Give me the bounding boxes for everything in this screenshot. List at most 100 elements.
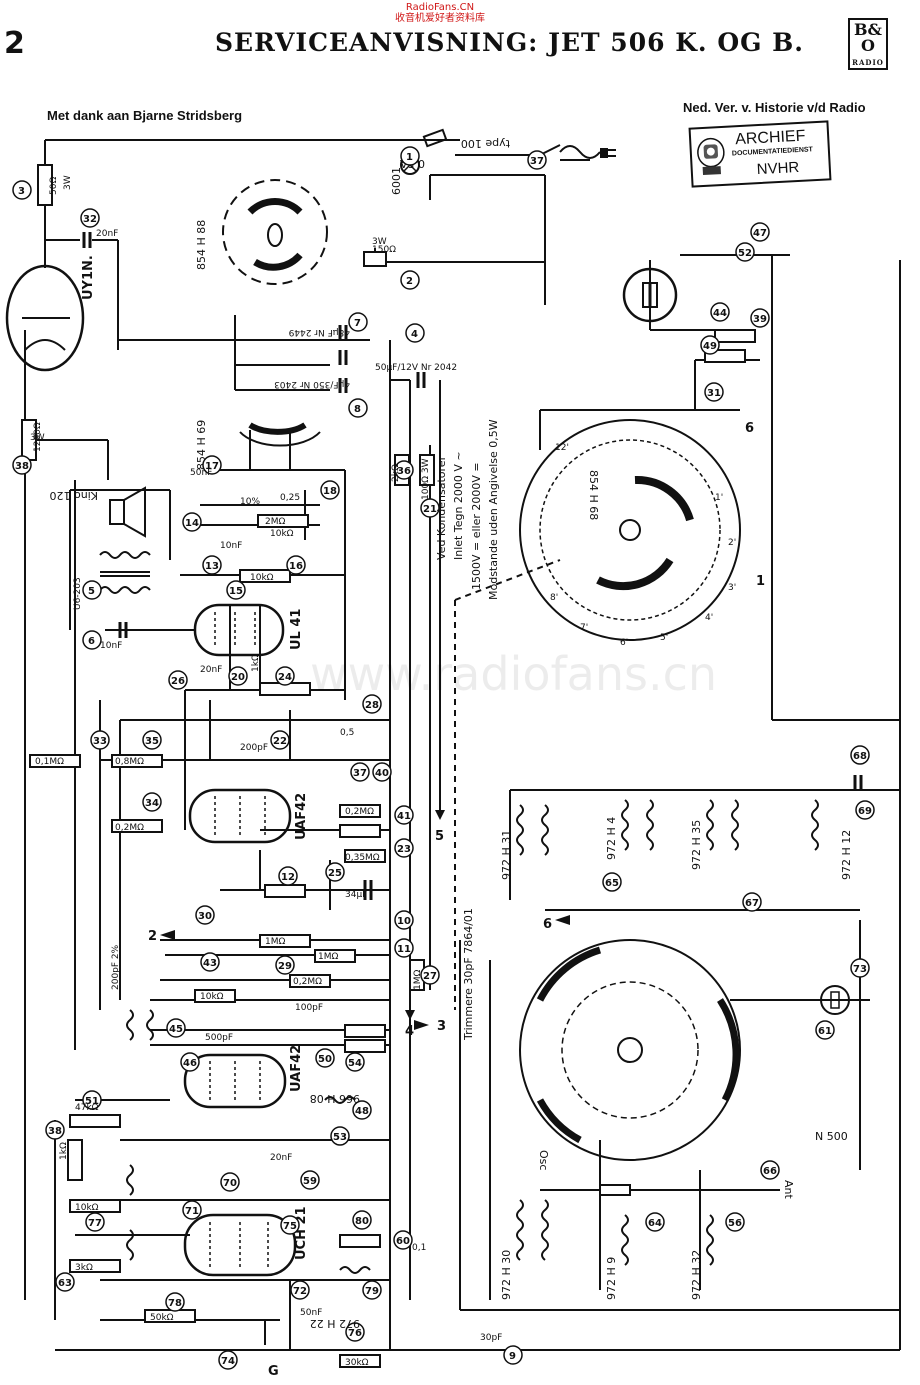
if-amp-tube-label: UAF42 <box>289 1045 304 1092</box>
pos-label-5: 5' <box>660 633 668 643</box>
trimmer-note: Trimmere 30pF 7864/01 <box>462 908 475 1041</box>
note-line2: Inlet Tegn 2000 V ~ <box>452 451 465 560</box>
svg-text:63: 63 <box>58 1278 72 1289</box>
svg-text:10: 10 <box>397 916 411 927</box>
rf-switch-ref: 854 H 68 <box>587 470 600 520</box>
value-c60: 0,1 <box>412 1243 426 1253</box>
value-r77: 10kΩ <box>75 1203 99 1213</box>
site-watermark: www.radiofans.cn <box>310 647 717 701</box>
rf-switch-top: 854 H 68 <box>519 419 741 641</box>
svg-text:16: 16 <box>289 561 303 572</box>
arrow-label-1: 1 <box>756 574 765 589</box>
value-r15: 10kΩ <box>250 573 274 583</box>
value-elko4: 50µF/12V Nr 2042 <box>375 363 457 373</box>
logo-brand: RADIO <box>852 58 884 67</box>
svg-text:31: 31 <box>707 388 721 399</box>
svg-text:68: 68 <box>853 751 867 762</box>
svg-text:5: 5 <box>88 586 95 597</box>
value-r34: 0,2MΩ <box>115 823 144 833</box>
svg-text:30: 30 <box>198 911 212 922</box>
svg-text:36: 36 <box>397 466 411 477</box>
connection-arrows: 2 3 4 5 6 1 6 <box>148 421 765 1039</box>
svg-text:21: 21 <box>423 504 437 515</box>
svg-text:52: 52 <box>738 248 752 259</box>
svg-text:43: 43 <box>203 958 217 969</box>
osc-indicator <box>820 985 850 1015</box>
coil-symbols <box>99 551 819 1274</box>
switch-position-labels: 1' 2' 3' 4' 5' 6' 7' 8' 12' <box>550 443 736 648</box>
svg-text:49: 49 <box>703 341 717 352</box>
svg-text:26: 26 <box>171 676 185 687</box>
svg-text:65: 65 <box>605 878 619 889</box>
svg-text:73: 73 <box>853 964 867 975</box>
top-watermark: RadioFans.CN 收音机爱好者资料库 <box>395 2 485 24</box>
notes-block: Ved Kondensatorer Inlet Tegn 2000 V ~ 15… <box>435 419 500 1041</box>
svg-text:67: 67 <box>745 898 759 909</box>
value-r38w: 3W <box>30 433 45 443</box>
svg-text:27: 27 <box>423 971 437 982</box>
value-c42: 100pF <box>295 1003 323 1013</box>
value-c25: 34µF <box>345 890 367 900</box>
af-amp-tube: UAF42 <box>188 788 309 844</box>
svg-text:53: 53 <box>333 1132 347 1143</box>
value-c9: 30pF <box>480 1333 502 1343</box>
value-r43: 10kΩ <box>200 992 224 1002</box>
arrow-label-6: 6 <box>543 917 552 932</box>
af-amp-tube-label: UAF42 <box>294 793 309 840</box>
component-values: 50Ω 3W 20nF 150Ω 3W 48µF Nr 2449 4µF/350… <box>30 175 502 1368</box>
bo-logo: B& O RADIO <box>848 18 888 70</box>
output-tube: UL 41 <box>193 603 304 657</box>
value-r27: 1MΩ <box>413 970 423 990</box>
coil-label-2: 972 H 4 <box>605 817 618 860</box>
value-r38b: 1kΩ <box>59 1142 69 1160</box>
svg-text:13: 13 <box>205 561 219 572</box>
value-r41: 0,2MΩ <box>345 807 374 817</box>
svg-text:61: 61 <box>818 1026 832 1037</box>
circled-refs: 3 32 1 37 2 7 8 4 38 17 18 14 13 16 15 5… <box>12 146 875 1370</box>
svg-text:72: 72 <box>293 1286 307 1297</box>
label-ant: Ant <box>782 1180 795 1199</box>
svg-text:70: 70 <box>223 1178 237 1189</box>
mixer-tube-label: UCH 21 <box>294 1206 309 1260</box>
arrow-label-6b: 6 <box>745 421 754 436</box>
arrow-label-3: 3 <box>437 1019 446 1034</box>
svg-text:3: 3 <box>18 186 25 197</box>
arrow-label-5: 5 <box>435 829 444 844</box>
svg-text:28: 28 <box>365 700 379 711</box>
pos-label-7: 7' <box>580 623 588 633</box>
svg-text:64: 64 <box>648 1218 662 1229</box>
svg-text:4: 4 <box>411 329 418 340</box>
label-osc: Osc <box>537 1150 550 1170</box>
label-g: G <box>268 1364 279 1379</box>
svg-text:80: 80 <box>355 1216 369 1227</box>
coil-label-3: 972 H 35 <box>690 820 703 870</box>
pos-label-12: 12' <box>555 443 569 453</box>
logo-line2: O <box>861 36 875 55</box>
svg-text:20: 20 <box>231 672 245 683</box>
svg-text:51: 51 <box>85 1096 99 1107</box>
coil-label-9: 966 H 08 <box>310 1092 360 1105</box>
svg-text:47: 47 <box>753 228 767 239</box>
credit-right: Ned. Ver. v. Historie v/d Radio <box>683 100 866 115</box>
value-r78: 50kΩ <box>150 1313 174 1323</box>
value-c17: 50nF <box>190 468 212 478</box>
value-r14: 2MΩ <box>265 517 285 527</box>
svg-text:46: 46 <box>183 1058 197 1069</box>
svg-text:25: 25 <box>328 868 342 879</box>
page-header: 2 SERVICEANVISNING: JET 506 K. OG B. <box>0 22 920 74</box>
svg-text:2: 2 <box>406 276 413 287</box>
value-r23: 0,35MΩ <box>345 853 380 863</box>
value-c26: 20nF <box>200 665 222 675</box>
value-elko7: 48µF Nr 2449 <box>288 327 350 337</box>
value-r21: 100Ω 3W <box>421 458 431 500</box>
value-c500pf: 500pF <box>205 1033 233 1043</box>
svg-text:17: 17 <box>205 461 219 472</box>
svg-text:60: 60 <box>396 1236 410 1247</box>
svg-text:38: 38 <box>48 1126 62 1137</box>
svg-text:78: 78 <box>168 1298 182 1309</box>
arrow-label-2: 2 <box>148 929 157 944</box>
value-c22: 200pF <box>240 743 268 753</box>
svg-text:37: 37 <box>353 768 367 779</box>
value-r2: 150Ω <box>372 245 396 255</box>
